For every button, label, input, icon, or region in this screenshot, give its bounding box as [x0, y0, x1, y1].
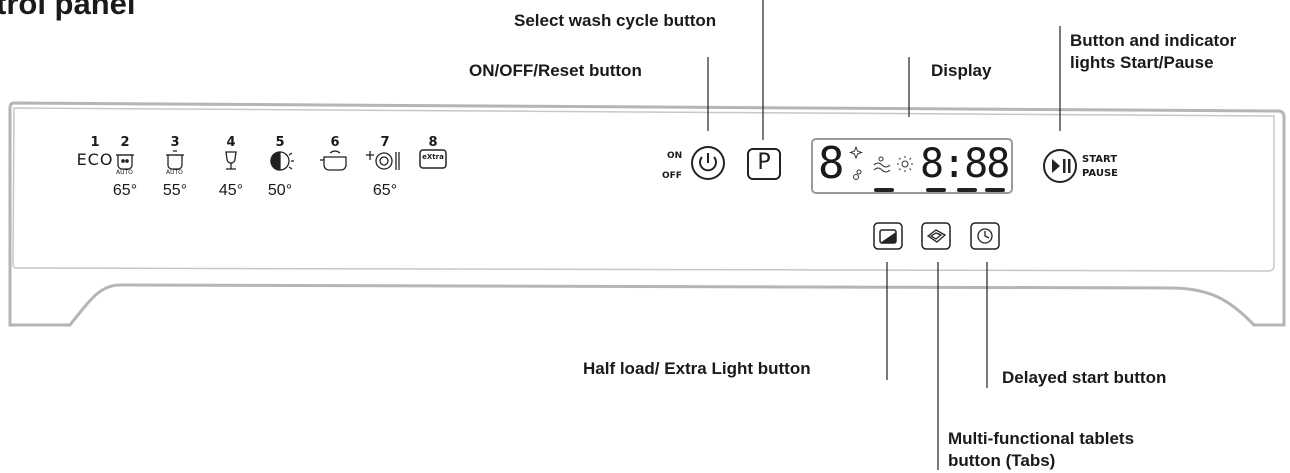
off-label: OFF — [662, 171, 682, 181]
program-number: 1 — [90, 135, 100, 150]
program-3-auto-label: AUTO — [166, 169, 183, 176]
program-number: 4 — [226, 135, 236, 150]
callout-start-pause-line2: lights Start/Pause — [1070, 53, 1214, 72]
delay-button[interactable] — [970, 222, 1000, 250]
program-button — [747, 148, 781, 180]
program-1[interactable]: 1 ECO — [75, 135, 115, 170]
half-load-icon — [879, 229, 897, 244]
callout-start-pause-line1: Button and indicator — [1070, 31, 1237, 50]
clock-icon — [977, 228, 993, 244]
salt-icon — [853, 169, 862, 180]
program-number: 5 — [275, 135, 285, 150]
power-button[interactable] — [691, 146, 725, 180]
callout-tabs-line1: Multi-functional tablets — [948, 429, 1135, 448]
program-7-temp: 65° — [372, 182, 398, 199]
program-number: 3 — [170, 135, 180, 150]
program-2-auto-label: AUTO — [116, 169, 133, 176]
play-pause-icon — [1052, 159, 1071, 173]
auto-pot-icon — [166, 150, 184, 170]
program-5[interactable]: 5 — [260, 136, 300, 150]
display-underbars — [874, 188, 1005, 192]
program-number: 7 — [380, 135, 390, 150]
half-load-button[interactable] — [873, 222, 903, 250]
wine-glass-icon — [225, 151, 237, 170]
sun-icon — [897, 156, 913, 172]
program-number: 8 — [428, 135, 438, 150]
program-number: 2 — [120, 135, 130, 150]
callout-display: Display — [931, 61, 992, 80]
callout-tabs-line2: button (Tabs) — [948, 451, 1056, 470]
callout-select-wash-cycle: Select wash cycle button — [514, 11, 717, 30]
display-digit: 8 — [818, 138, 845, 189]
power-icon — [699, 156, 717, 172]
pot-soak-icon — [320, 150, 347, 171]
tablet-button[interactable] — [921, 222, 951, 250]
program-number: 6 — [330, 135, 340, 150]
program-7[interactable]: 7 — [365, 136, 405, 150]
rinse-aid-icon — [873, 156, 891, 173]
program-4[interactable]: 4 — [211, 136, 251, 150]
program-2[interactable]: 2 — [105, 136, 145, 150]
program-button-label: P — [757, 150, 771, 175]
program-6[interactable]: 6 — [315, 136, 355, 150]
extra-badge: eXtra — [422, 153, 444, 161]
callout-delayed-start: Delayed start button — [1002, 368, 1167, 387]
half-sun-icon — [270, 151, 294, 171]
program-5-temp: 50° — [267, 182, 293, 199]
program-name: ECO — [76, 150, 114, 169]
start-label: START — [1082, 154, 1118, 165]
panel-inner-outline — [12, 107, 1275, 272]
program-3[interactable]: 3 — [155, 136, 195, 150]
panel-outline — [8, 101, 1286, 327]
display-icons — [849, 145, 913, 180]
callout-leaders — [707, 0, 1061, 470]
on-label: ON — [667, 151, 683, 161]
display-time: 8:88 — [920, 141, 1010, 187]
plate-cutlery-icon — [366, 151, 400, 170]
program-3-temp: 55° — [162, 182, 188, 199]
program-2-temp: 65° — [112, 182, 138, 199]
auto-pot-hot-icon — [116, 154, 134, 170]
program-4-temp: 45° — [218, 182, 244, 199]
display — [811, 138, 1013, 194]
callout-on-off-reset: ON/OFF/Reset button — [469, 61, 642, 80]
tablet-icon — [926, 229, 947, 243]
program-8[interactable]: 8 — [413, 136, 453, 150]
page-title: trol panel — [0, 0, 136, 21]
pause-label: PAUSE — [1082, 168, 1118, 179]
start-pause-button[interactable] — [1043, 149, 1077, 183]
sparkle-icon — [849, 145, 863, 160]
extra-icon — [419, 149, 447, 169]
callout-half-load: Half load/ Extra Light button — [583, 359, 811, 378]
